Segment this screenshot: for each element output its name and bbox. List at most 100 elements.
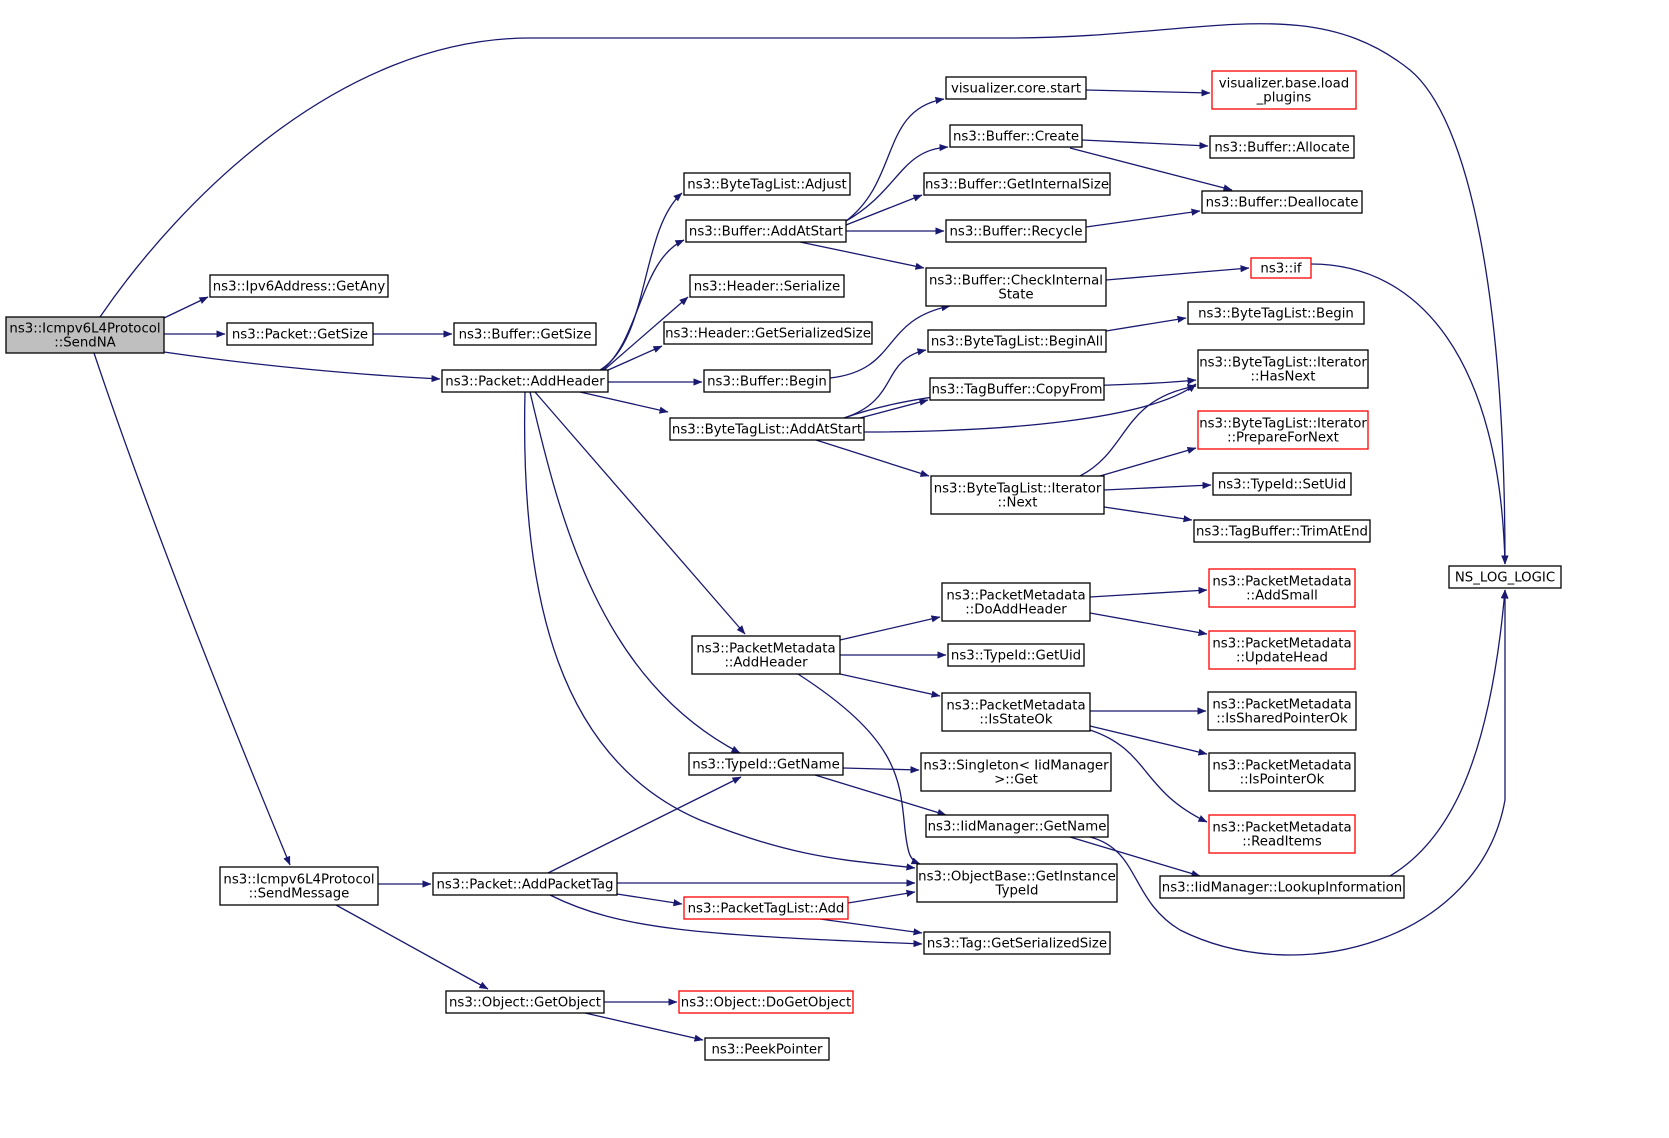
node-bufbegin[interactable]: ns3::Buffer::Begin: [703, 369, 831, 393]
node-singletonget[interactable]: ns3::Singleton< IidManager >::Get: [920, 752, 1112, 792]
node-box: [925, 267, 1107, 307]
node-box: [1187, 301, 1365, 325]
edge-pmaddheader-to-pmisstateok: [839, 673, 941, 698]
node-ipv6any[interactable]: ns3::Ipv6Address::GetAny: [209, 274, 389, 298]
node-pmupdatehead[interactable]: ns3::PacketMetadata::UpdateHead: [1208, 630, 1356, 670]
node-label: ns3::Singleton< IidManager: [923, 759, 1109, 774]
node-box: [683, 172, 851, 196]
node-ns3if[interactable]: ns3::if: [1250, 257, 1312, 279]
node-pmispointerok[interactable]: ns3::PacketMetadata::IsPointerOk: [1208, 752, 1356, 792]
node-pmisstateok[interactable]: ns3::PacketMetadata::IsStateOk: [941, 692, 1091, 732]
node-btladdatstart[interactable]: ns3::ByteTagList::AddAtStart: [669, 417, 865, 441]
node-iidlookup[interactable]: ns3::IidManager::LookupInformation: [1159, 875, 1405, 899]
node-vizstart[interactable]: visualizer.core.start: [945, 76, 1087, 100]
node-bufallocate[interactable]: ns3::Buffer::Allocate: [1209, 135, 1355, 159]
node-label: TypeId: [995, 884, 1039, 899]
node-label: ns3::PacketMetadata: [1212, 759, 1351, 774]
edge-bufaddatstart-to-bufcreate: [845, 143, 949, 222]
node-pmaddheader[interactable]: ns3::PacketMetadata::AddHeader: [691, 635, 841, 675]
node-btlbeginall[interactable]: ns3::ByteTagList::BeginAll: [927, 329, 1107, 353]
node-bufdealloc[interactable]: ns3::Buffer::Deallocate: [1201, 190, 1363, 214]
edge-addheader-to-hdrserialize: [603, 296, 689, 371]
node-sendna[interactable]: ns3::Icmpv6L4Protocol::SendNA: [5, 316, 165, 354]
node-box: [678, 990, 854, 1014]
node-tbtrim[interactable]: ns3::TagBuffer::TrimAtEnd: [1193, 519, 1371, 543]
node-hdrgetsersize[interactable]: ns3::Header::GetSerializedSize: [663, 321, 873, 345]
node-itprepare[interactable]: ns3::ByteTagList::Iterator::PrepareForNe…: [1197, 410, 1369, 450]
node-box: [683, 896, 849, 920]
node-label: visualizer.core.start: [951, 82, 1081, 97]
node-label: ns3::Packet::GetSize: [232, 328, 368, 343]
node-label: ns3::Ipv6Address::GetAny: [213, 280, 386, 295]
node-box: [1208, 630, 1356, 670]
node-objgetobject[interactable]: ns3::Object::GetObject: [445, 990, 605, 1014]
node-label: ns3::Buffer::Create: [953, 130, 1079, 145]
node-sendmessage[interactable]: ns3::Icmpv6L4Protocol::SendMessage: [219, 866, 379, 906]
node-pmissharedok[interactable]: ns3::PacketMetadata::IsSharedPointerOk: [1207, 691, 1357, 731]
node-box: [1193, 519, 1371, 543]
node-btlbegin[interactable]: ns3::ByteTagList::Begin: [1187, 301, 1365, 325]
node-label: ns3::PacketMetadata: [696, 642, 835, 657]
node-bufaddatstart[interactable]: ns3::Buffer::AddAtStart: [685, 219, 847, 243]
node-hdrserialize[interactable]: ns3::Header::Serialize: [689, 274, 845, 298]
node-box: [703, 369, 831, 393]
node-taggetsersize[interactable]: ns3::Tag::GetSerializedSize: [923, 931, 1111, 955]
node-box: [1159, 875, 1405, 899]
node-label: ns3::Buffer::CheckInternal: [929, 274, 1103, 289]
node-pmreaditems[interactable]: ns3::PacketMetadata::ReadItems: [1208, 814, 1356, 854]
node-label: ns3::Buffer::Recycle: [949, 225, 1082, 240]
node-box: [927, 329, 1107, 353]
node-objdogetobject[interactable]: ns3::Object::DoGetObject: [678, 990, 854, 1014]
call-nodes: ns3::Icmpv6L4Protocol::SendNA ns3::Ipv6Ad…: [5, 70, 1562, 1061]
node-tidgetname[interactable]: ns3::TypeId::GetName: [688, 752, 844, 776]
node-bufrecycle[interactable]: ns3::Buffer::Recycle: [945, 219, 1087, 243]
edge-bufbegin-to-bufcheck: [829, 304, 951, 379]
node-label: ns3::Buffer::GetInternalSize: [925, 178, 1109, 193]
node-label: ns3::Packet::AddHeader: [445, 375, 605, 390]
node-label: ::DoAddHeader: [965, 603, 1067, 618]
node-pktgetsize[interactable]: ns3::Packet::GetSize: [226, 322, 374, 346]
node-label: ::SendMessage: [249, 887, 350, 902]
edge-pmdoaddheader-to-pmupdatehead: [1089, 612, 1208, 637]
node-tidsetuid[interactable]: ns3::TypeId::SetUid: [1212, 472, 1352, 496]
node-box: [947, 643, 1085, 667]
node-ptladd[interactable]: ns3::PacketTagList::Add: [683, 896, 849, 920]
node-pmdoaddheader[interactable]: ns3::PacketMetadata::DoAddHeader: [941, 582, 1091, 622]
node-bufgetinternal[interactable]: ns3::Buffer::GetInternalSize: [923, 172, 1111, 196]
node-box: [923, 172, 1111, 196]
node-label: ns3::if: [1260, 262, 1301, 277]
node-bufcreate[interactable]: ns3::Buffer::Create: [949, 124, 1083, 148]
node-label: _plugins: [1256, 91, 1312, 106]
edge-pmdoaddheader-to-pmaddsmall: [1089, 586, 1208, 598]
node-btladjust[interactable]: ns3::ByteTagList::Adjust: [683, 172, 851, 196]
edge-pmaddheader-to-pmdoaddheader: [839, 615, 941, 641]
node-label: ns3::PacketMetadata: [946, 589, 1085, 604]
node-label: ns3::TagBuffer::TrimAtEnd: [1196, 525, 1368, 540]
node-label: ns3::PacketMetadata: [1212, 698, 1351, 713]
node-nslog[interactable]: NS_LOG_LOGIC: [1448, 565, 1562, 589]
node-tbcopyfrom[interactable]: ns3::TagBuffer::CopyFrom: [929, 377, 1105, 401]
edge-itnext-to-tidsetuid: [1103, 481, 1212, 491]
node-box: [688, 752, 844, 776]
node-label: ns3::Buffer::Deallocate: [1206, 196, 1359, 211]
node-label: ::HasNext: [1250, 370, 1315, 385]
node-addheader[interactable]: ns3::Packet::AddHeader: [441, 369, 609, 393]
node-tidgetuid[interactable]: ns3::TypeId::GetUid: [947, 643, 1085, 667]
node-bufgetsize[interactable]: ns3::Buffer::GetSize: [453, 322, 597, 346]
edge-sendna-to-ipv6any: [163, 296, 209, 319]
edge-addheader-to-pmaddheader: [534, 391, 746, 635]
edge-bufaddatstart-to-vizstart: [845, 96, 945, 222]
edge-addheader-to-tidgetname: [529, 391, 741, 754]
node-peekpointer[interactable]: ns3::PeekPointer: [704, 1037, 830, 1061]
node-itnext[interactable]: ns3::ByteTagList::Iterator::Next: [930, 475, 1105, 515]
node-label: ::IsPointerOk: [1240, 773, 1325, 788]
node-box: [209, 274, 389, 298]
node-addpackettag[interactable]: ns3::Packet::AddPacketTag: [432, 872, 618, 896]
node-label: ns3::Object::DoGetObject: [681, 996, 851, 1011]
node-iidgetname[interactable]: ns3::IidManager::GetName: [925, 814, 1109, 838]
node-vizload[interactable]: visualizer.base.load_plugins: [1211, 70, 1357, 110]
node-ithasnext[interactable]: ns3::ByteTagList::Iterator::HasNext: [1197, 349, 1369, 389]
node-pmaddsmall[interactable]: ns3::PacketMetadata::AddSmall: [1208, 568, 1356, 608]
